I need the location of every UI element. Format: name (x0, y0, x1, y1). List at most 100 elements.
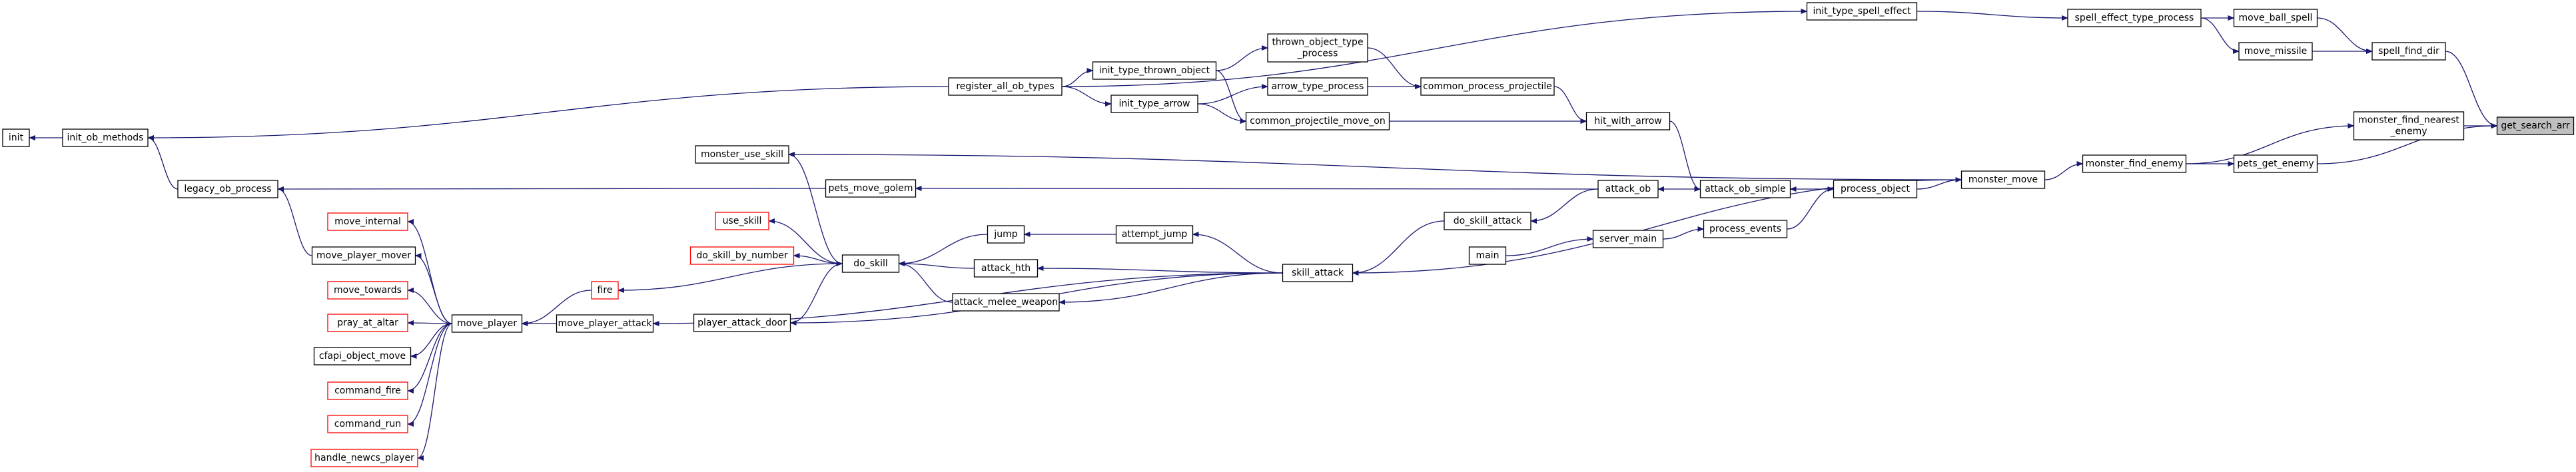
node-monster_move[interactable]: monster_move (1960, 170, 2046, 189)
node-label: do_skill (853, 258, 888, 269)
edge-monster_move-to-monster_find_enemy (2044, 161, 2084, 180)
node-box (1444, 212, 1531, 230)
node-main[interactable]: main (1468, 246, 1507, 265)
node-box (2, 128, 30, 147)
node-init_type_thrown_object[interactable]: init_type_thrown_object (1092, 61, 1217, 80)
node-label: monster_find_enemy (2086, 158, 2184, 169)
node-do_skill[interactable]: do_skill (841, 254, 900, 273)
node-box (327, 314, 408, 332)
node-label: pray_at_altar (337, 318, 398, 328)
node-move_player_mover[interactable]: move_player_mover (311, 246, 416, 265)
node-attempt_jump[interactable]: attempt_jump (1115, 225, 1194, 244)
edge-attack_hth-to-do_skill (898, 261, 975, 269)
node-hit_with_arrow[interactable]: hit_with_arrow (1585, 112, 1671, 130)
node-label: arrow_type_process (1272, 81, 1364, 92)
node-move_player[interactable]: move_player (451, 314, 523, 333)
node-init_ob_methods[interactable]: init_ob_methods (62, 128, 149, 147)
edge-init_type_arrow-to-arrow_type_process (1197, 84, 1268, 105)
edge-monster_find_enemy-to-monster_find_nearest_enemy (2186, 123, 2355, 164)
node-box (825, 179, 917, 198)
edge-spell_effect_type_process-to-move_missile (2200, 17, 2240, 54)
node-do_skill_by_number[interactable]: do_skill_by_number (689, 246, 795, 265)
node-label: monster_use_skill (701, 149, 783, 160)
node-monster_find_nearest_enemy[interactable]: monster_find_nearest_enemy (2353, 111, 2465, 140)
edge-move_player-to-move_internal (407, 219, 452, 324)
node-server_main[interactable]: server_main (1592, 230, 1664, 248)
node-box (1468, 246, 1507, 265)
edge-attack_ob-to-do_skill_attack (1530, 188, 1599, 224)
edge-register_all_ob_types-to-init_type_arrow (1061, 86, 1112, 107)
node-label: player_attack_door (697, 318, 787, 328)
node-label: thrown_object_type (1272, 37, 1363, 48)
node-box (2082, 154, 2187, 173)
node-init[interactable]: init (2, 128, 30, 147)
edge-spell_find_dir-to-get_search_arr (2445, 51, 2498, 128)
node-jump[interactable]: jump (987, 225, 1025, 244)
node-box (1597, 180, 1659, 198)
node-box (1699, 180, 1791, 198)
node-player_attack_door[interactable]: player_attack_door (693, 314, 791, 332)
node-box (2371, 42, 2446, 61)
node-box (2238, 42, 2313, 61)
node-arrow_type_process[interactable]: arrow_type_process (1267, 77, 1368, 96)
node-spell_effect_type_process[interactable]: spell_effect_type_process (2067, 9, 2202, 27)
node-pets_get_enemy[interactable]: pets_get_enemy (2233, 154, 2318, 173)
node-pets_move_golem[interactable]: pets_move_golem (825, 179, 917, 198)
node-process_object[interactable]: process_object (1833, 180, 1918, 198)
node-move_player_attack[interactable]: move_player_attack (556, 314, 654, 333)
node-do_skill_attack[interactable]: do_skill_attack (1444, 212, 1531, 230)
node-attack_ob[interactable]: attack_ob (1597, 180, 1659, 198)
node-label: cfapi_object_move (319, 351, 406, 361)
node-label: init_type_spell_effect (1813, 6, 1911, 17)
node-move_ball_spell[interactable]: move_ball_spell (2233, 9, 2318, 27)
node-box (1115, 225, 1194, 244)
node-label: server_main (1599, 234, 1657, 244)
node-box (1585, 112, 1671, 130)
edge-init_type_spell_effect-to-spell_effect_type_process (1917, 11, 2068, 21)
edge-move_player-to-cfapi_object_move (410, 323, 452, 359)
node-label: init_type_thrown_object (1099, 65, 1210, 76)
node-box (2067, 9, 2202, 27)
node-box (1806, 2, 1918, 21)
node-label: move_missile (2244, 46, 2308, 57)
node-attack_ob_simple[interactable]: attack_ob_simple (1699, 180, 1791, 198)
node-box (2496, 117, 2575, 135)
node-monster_use_skill[interactable]: monster_use_skill (695, 145, 789, 164)
node-box (948, 77, 1063, 96)
node-process_events[interactable]: process_events (1703, 220, 1788, 238)
node-pray_at_altar[interactable]: pray_at_altar (327, 314, 408, 332)
node-spell_find_dir[interactable]: spell_find_dir (2371, 42, 2446, 61)
node-legacy_ob_process[interactable]: legacy_ob_process (177, 180, 278, 198)
node-common_projectile_move_on[interactable]: common_projectile_move_on (1245, 112, 1390, 130)
node-common_process_projectile[interactable]: common_process_projectile (1420, 77, 1555, 96)
node-attack_melee_weapon[interactable]: attack_melee_weapon (952, 293, 1060, 312)
node-fire[interactable]: fire (591, 281, 619, 300)
node-thrown_object_type_process[interactable]: thrown_object_type_process (1267, 33, 1368, 63)
node-move_missile[interactable]: move_missile (2238, 42, 2313, 61)
node-use_skill[interactable]: use_skill (715, 212, 769, 230)
node-move_towards[interactable]: move_towards (327, 281, 408, 300)
node-handle_newcs_player[interactable]: handle_newcs_player (310, 449, 418, 467)
node-init_type_arrow[interactable]: init_type_arrow (1110, 95, 1198, 113)
node-init_type_spell_effect[interactable]: init_type_spell_effect (1806, 2, 1918, 21)
node-box (1420, 77, 1555, 96)
node-box (693, 314, 791, 332)
node-skill_attack[interactable]: skill_attack (1282, 264, 1354, 282)
node-label: command_run (334, 419, 401, 429)
edge-attack_melee_weapon-to-do_skill (898, 261, 953, 303)
edge-do_skill_attack-to-skill_attack (1352, 220, 1445, 276)
node-label: process_object (1841, 184, 1910, 194)
node-label: init_ob_methods (67, 132, 144, 143)
node-monster_find_enemy[interactable]: monster_find_enemy (2082, 154, 2187, 173)
node-command_run[interactable]: command_run (327, 415, 408, 433)
node-register_all_ob_types[interactable]: register_all_ob_types (948, 77, 1063, 96)
node-label: register_all_ob_types (956, 81, 1054, 92)
node-box (1267, 33, 1368, 63)
node-command_fire[interactable]: command_fire (327, 381, 408, 400)
node-get_search_arr[interactable]: get_search_arr (2496, 117, 2575, 135)
node-cfapi_object_move[interactable]: cfapi_object_move (313, 347, 412, 365)
node-move_internal[interactable]: move_internal (327, 212, 408, 231)
node-attack_hth[interactable]: attack_hth (973, 259, 1039, 278)
